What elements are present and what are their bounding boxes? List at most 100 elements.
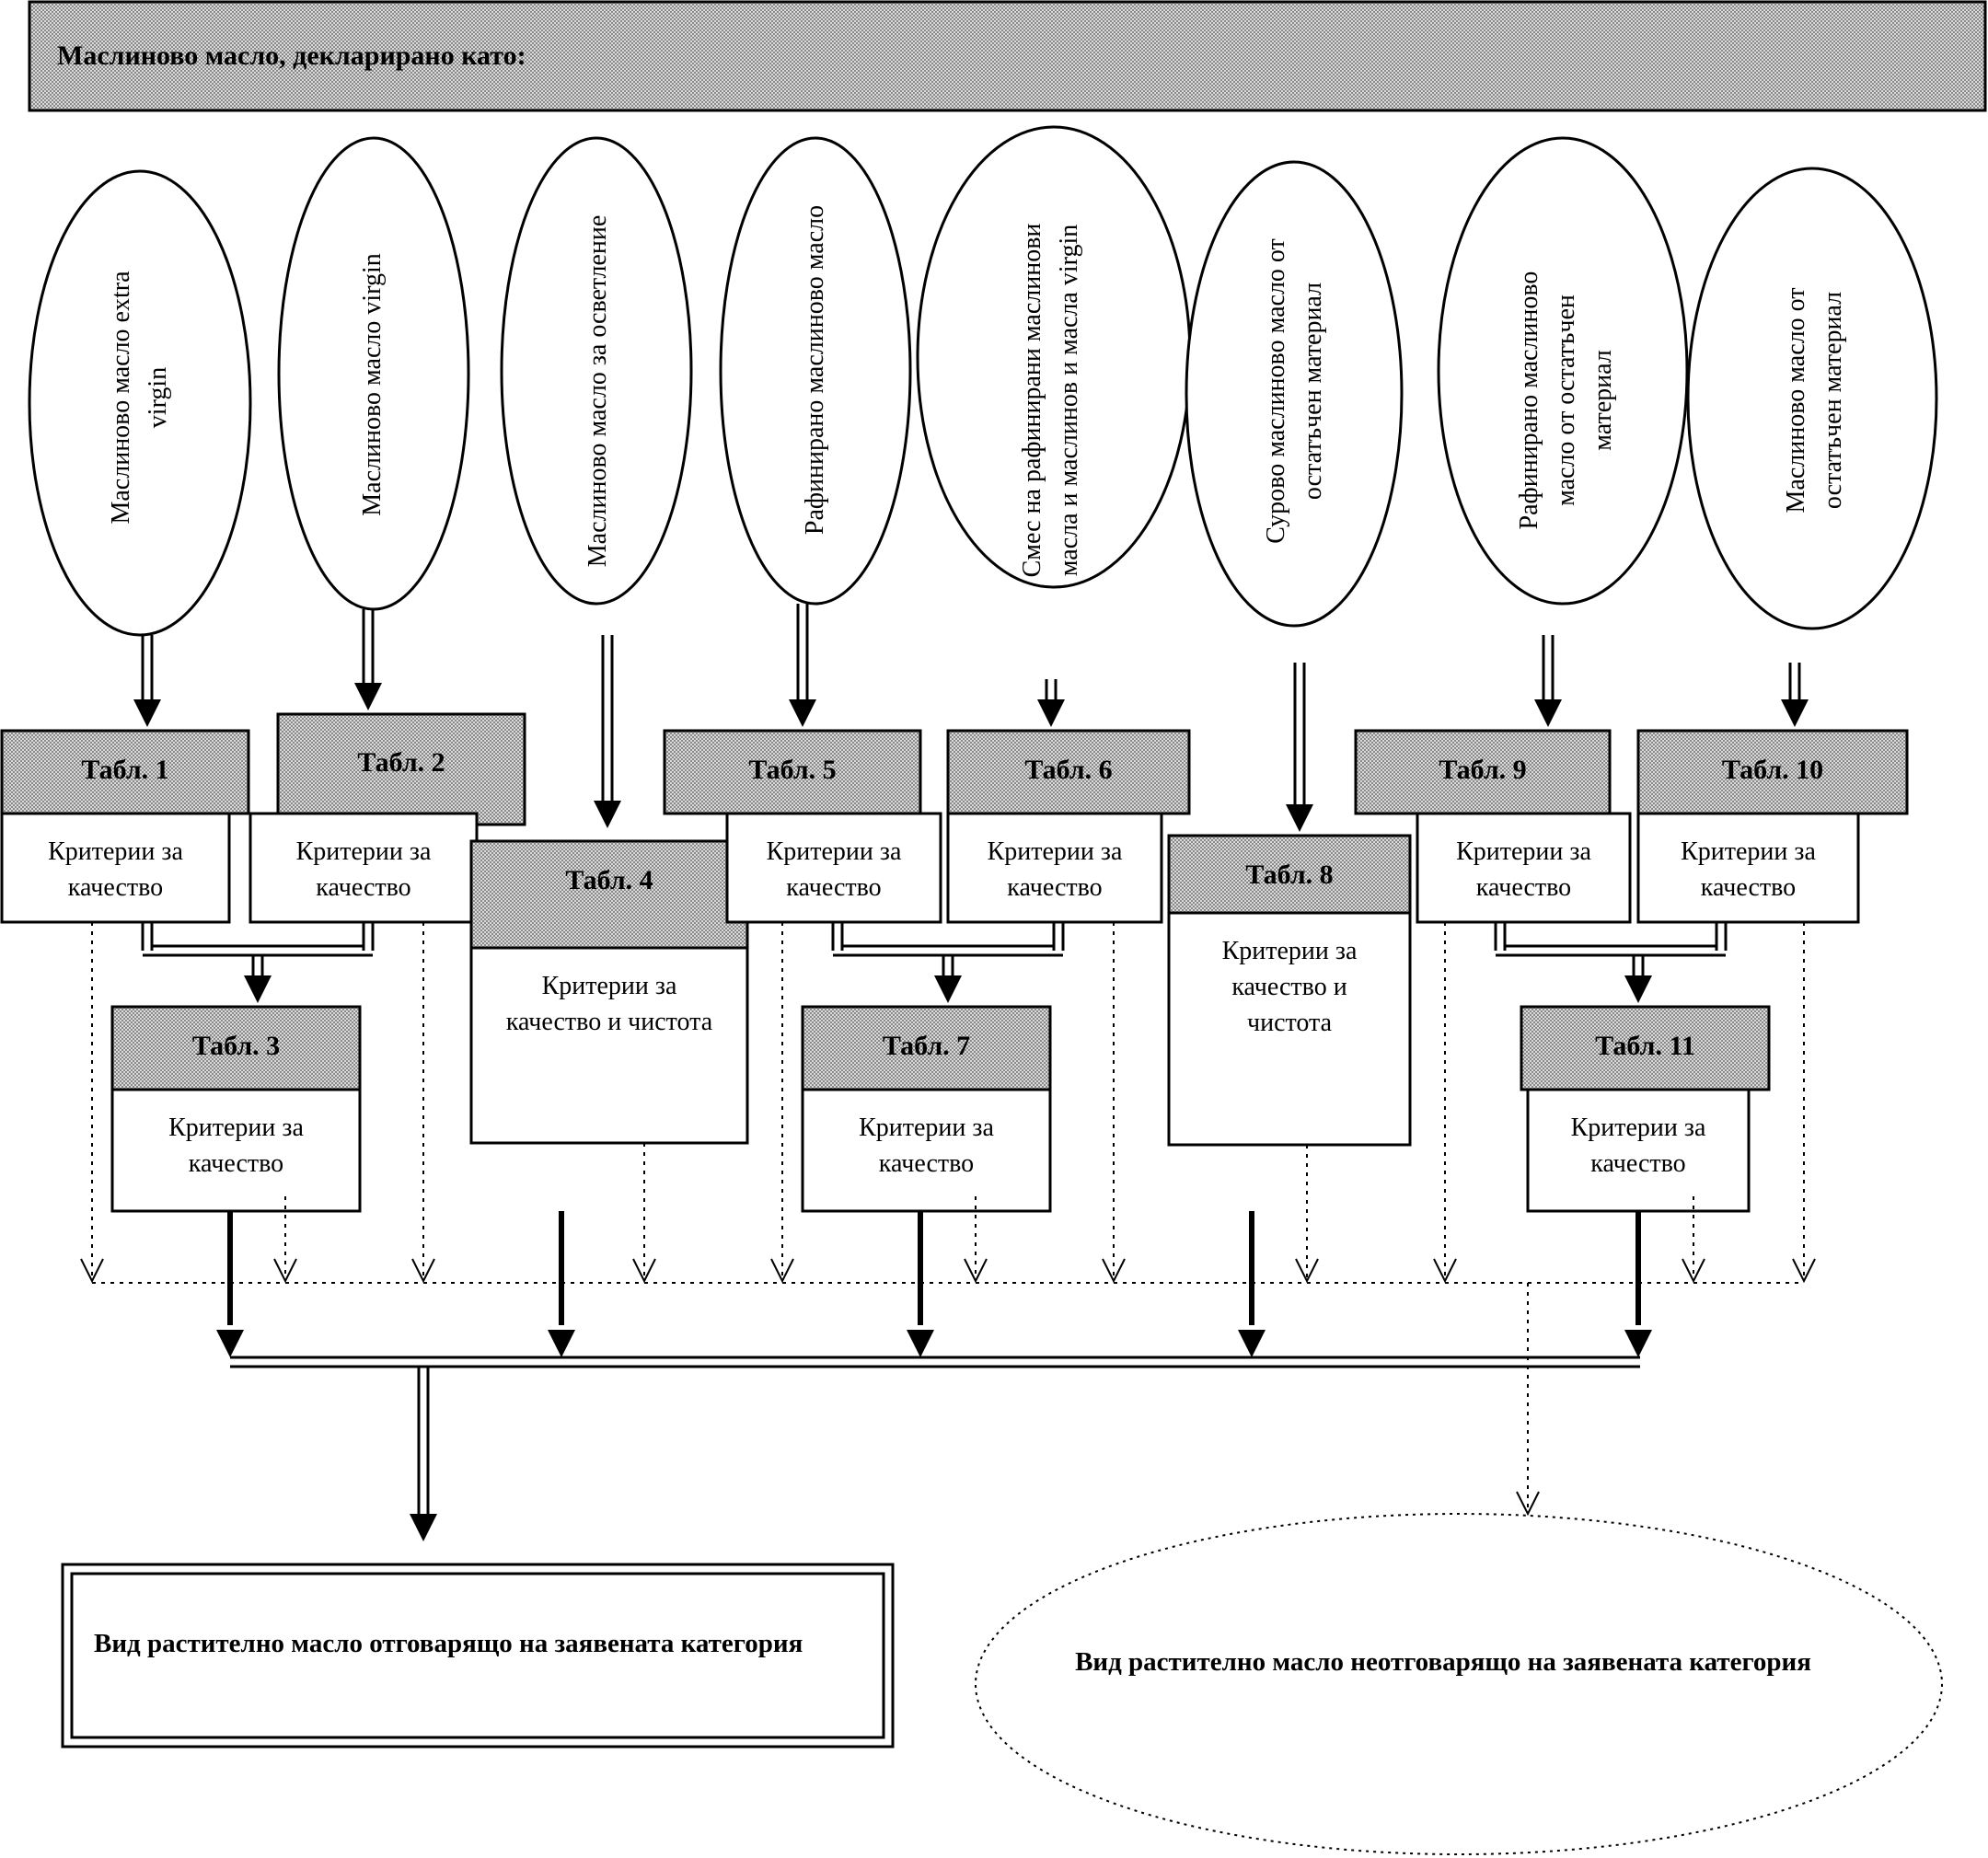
dotted-arrow-head [1792,1258,1816,1284]
category-label-line: Смес на рафинирани маслинови [1018,224,1046,578]
criteria-box [946,812,1163,924]
table-header [1520,1005,1771,1091]
criteria-text: Критерии за качество [767,837,902,902]
table-label: Табл. 2 [357,747,445,778]
header-title: Маслиново масло, декларирано като: [57,40,526,71]
arrow-head [594,801,621,828]
criteria-line: качество [1701,873,1796,902]
criteria-text: Критерии за качество [988,837,1123,902]
criteria-text: Критерии за качество [296,837,432,902]
table-label: Табл. 10 [1722,755,1823,785]
category-label-line: остатъчен материал [1819,292,1847,509]
header-box [28,0,1987,112]
category-ellipse [1686,167,1938,630]
arrow-head [1781,699,1809,727]
criteria-box [469,946,749,1145]
arrow-head [1624,1330,1652,1357]
category-label-line: масло от остатъчен [1552,294,1580,506]
category-ellipse [719,136,912,606]
criteria-box [110,1088,362,1213]
compliant-result-text: Вид растително масло отговарящо на заяве… [94,1629,803,1658]
category-label: Сурово маслиново масло от остатъчен матер… [1262,238,1327,544]
arrow-head [1286,804,1313,832]
criteria-box [248,812,479,924]
criteria-line: Критерии за [1456,837,1591,866]
arrow-head [1238,1330,1266,1357]
table-label: Табл. 3 [192,1031,280,1061]
table-label: Табл. 4 [565,865,653,895]
arrow-head [548,1330,575,1357]
dotted-arrow-head [1682,1258,1705,1284]
category-label-line: Рафинирано маслиново [1515,271,1543,530]
table-label: Табл. 9 [1439,755,1526,785]
criteria-line: качество [316,873,410,902]
arrow-head [789,699,816,727]
arrow-head [244,975,272,1003]
table-header [1167,834,1412,915]
non-compliant-result-ellipse [975,1513,1943,1855]
table-label: Табл. 1 [81,755,168,785]
table-header [1636,729,1909,815]
dotted-arrow-head [1433,1258,1457,1284]
arrow-head [1624,975,1652,1003]
arrow-head [934,975,962,1003]
dotted-arrow-head [1516,1491,1540,1517]
criteria-text: Критерии за качество [859,1114,994,1178]
criteria-text: Критерии за качество [168,1114,304,1178]
non-compliant-result-text: Вид растително масло неотговарящо на зая… [1075,1647,1811,1677]
dotted-arrow-head [964,1258,988,1284]
criteria-box [1526,1088,1751,1213]
criteria-box [1416,812,1632,924]
compliant-result-inner-border [70,1572,885,1739]
arrow-head [1037,699,1065,727]
criteria-text: Критерии за качество [1456,837,1591,902]
criteria-line: качество [1007,873,1102,902]
table-header [663,729,922,815]
criteria-line: качество и чистота [506,1008,713,1036]
criteria-line: качество [786,873,881,902]
category-label: Рафинирано маслиново масло от остатъчен ма… [1515,271,1617,530]
table-header [1354,729,1612,815]
table-label: Табл. 8 [1245,860,1333,890]
criteria-line: Критерии за [1571,1114,1706,1142]
criteria-line: Критерии за [767,837,902,866]
category-label: Рафинирано маслиново масло [801,205,829,535]
category-label-line: масла и маслинов и масла virgin [1055,225,1083,576]
criteria-line: Критерии за [542,972,677,1000]
category-label-line: остатъчен материал [1299,283,1327,500]
dotted-arrow-head [632,1258,656,1284]
criteria-line: Критерии за [48,837,183,866]
category-label: Маслиново масло от остатъчен материал [1782,288,1847,514]
dotted-arrow-head [411,1258,435,1284]
arrow-head [354,683,382,710]
criteria-line: качество и [1231,973,1347,1001]
criteria-line: Критерии за [1222,937,1358,965]
category-label-line: Сурово маслиново масло от [1262,238,1290,544]
criteria-box [0,812,231,924]
criteria-text: Критерии за качество и чистота [506,972,713,1036]
table-label: Табл. 5 [748,755,836,785]
dotted-arrow-head [273,1258,297,1284]
category-label-line: Рафинирано маслиново масло [801,205,829,535]
category-ellipse [500,136,693,606]
criteria-box [1167,911,1412,1147]
criteria-line: Критерии за [168,1114,304,1142]
table-header [801,1005,1052,1091]
criteria-line: качество [879,1149,974,1178]
criteria-line: качество [189,1149,283,1178]
criteria-line: Критерии за [296,837,432,866]
arrow-head [410,1514,437,1541]
criteria-line: качество [1476,873,1571,902]
table-label: Табл. 11 [1595,1031,1695,1061]
category-ellipse [28,169,252,637]
category-label-line: Маслиново масло от [1782,288,1810,514]
table-label: Табл. 7 [883,1031,970,1061]
criteria-box [725,812,942,924]
criteria-line: Критерии за [988,837,1123,866]
criteria-line: Критерии за [859,1114,994,1142]
category-label-line: материал [1589,350,1617,451]
